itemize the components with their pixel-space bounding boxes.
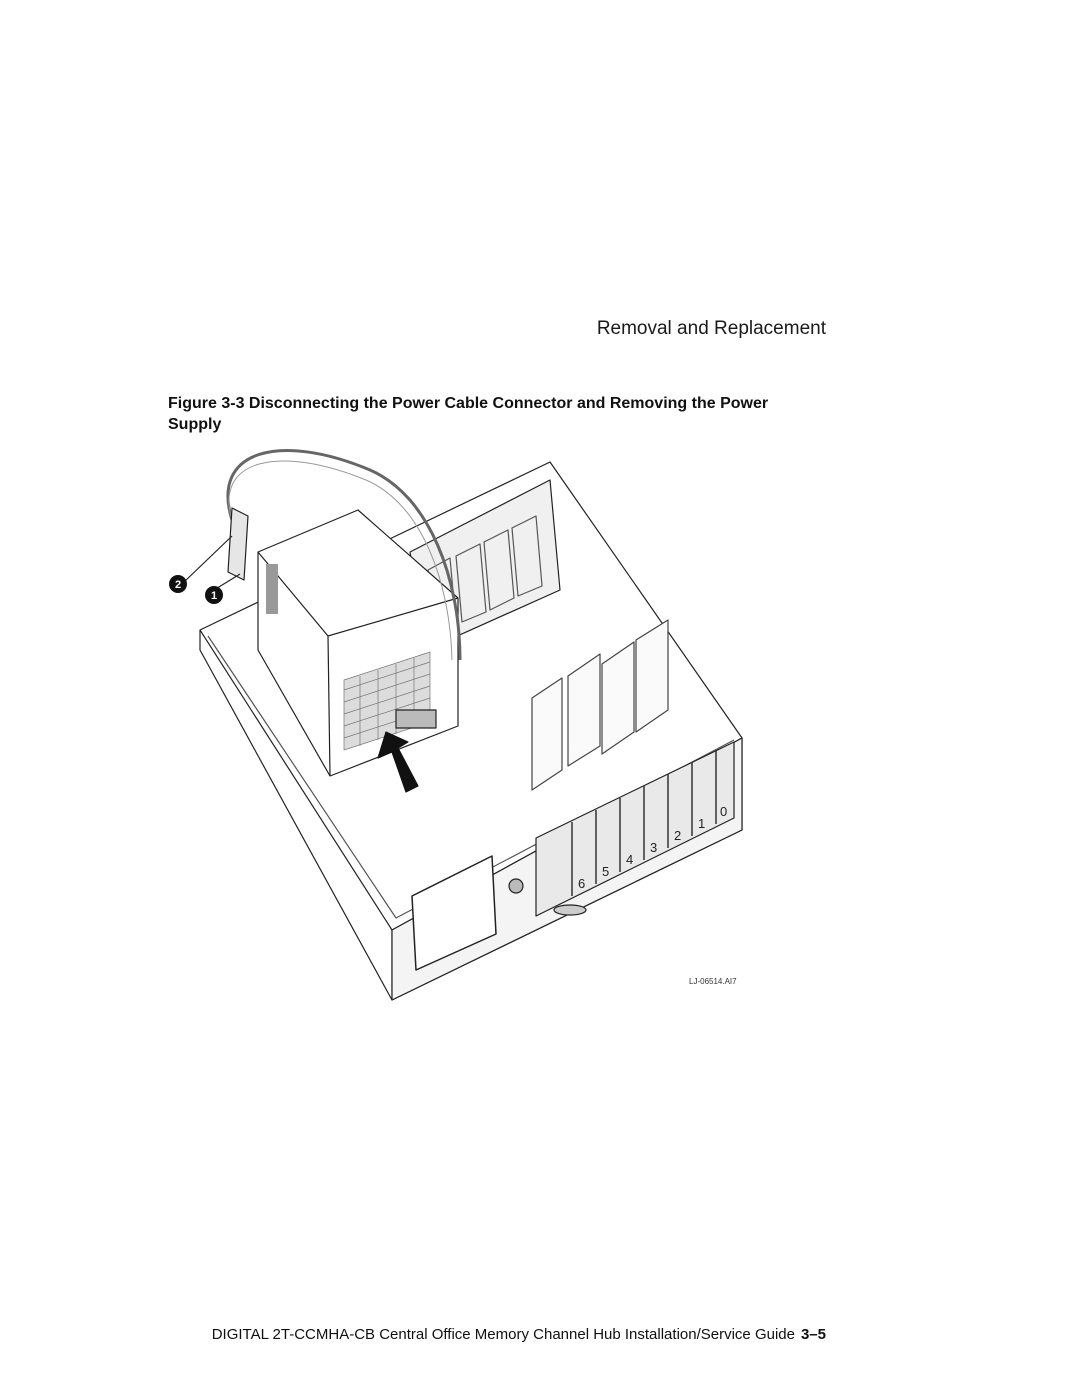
art-identifier: LJ-06514.AI7 xyxy=(689,977,737,986)
slot-number: 1 xyxy=(698,816,705,831)
running-header: Removal and Replacement xyxy=(596,318,826,339)
slot-number: 3 xyxy=(650,840,657,855)
slot-number: 2 xyxy=(674,828,681,843)
guide-title: DIGITAL 2T-CCMHA-CB Central Office Memor… xyxy=(211,1326,795,1343)
slot-number-labels: 6 5 4 3 2 1 0 xyxy=(578,804,727,891)
callout-1: 1 xyxy=(205,586,223,604)
power-supply-removal-illustration: 2 1 6 5 4 3 2 1 0 xyxy=(160,440,760,1005)
page-footer: DIGITAL 2T-CCMHA-CB Central Office Memor… xyxy=(200,1326,826,1343)
power-cable xyxy=(226,449,462,661)
svg-text:2: 2 xyxy=(175,579,181,591)
slot-number: 4 xyxy=(626,852,633,867)
callout-2: 2 xyxy=(169,575,187,593)
slot-number: 5 xyxy=(602,864,609,879)
page-number: 3–5 xyxy=(800,1326,826,1343)
slot-number: 0 xyxy=(720,804,727,819)
slot-number: 6 xyxy=(578,876,585,891)
cable-connector-bracket xyxy=(227,507,249,581)
svg-text:1: 1 xyxy=(211,590,217,602)
figure-caption: Figure 3-3 Disconnecting the Power Cable… xyxy=(168,395,769,433)
lift-arrow xyxy=(377,731,419,793)
